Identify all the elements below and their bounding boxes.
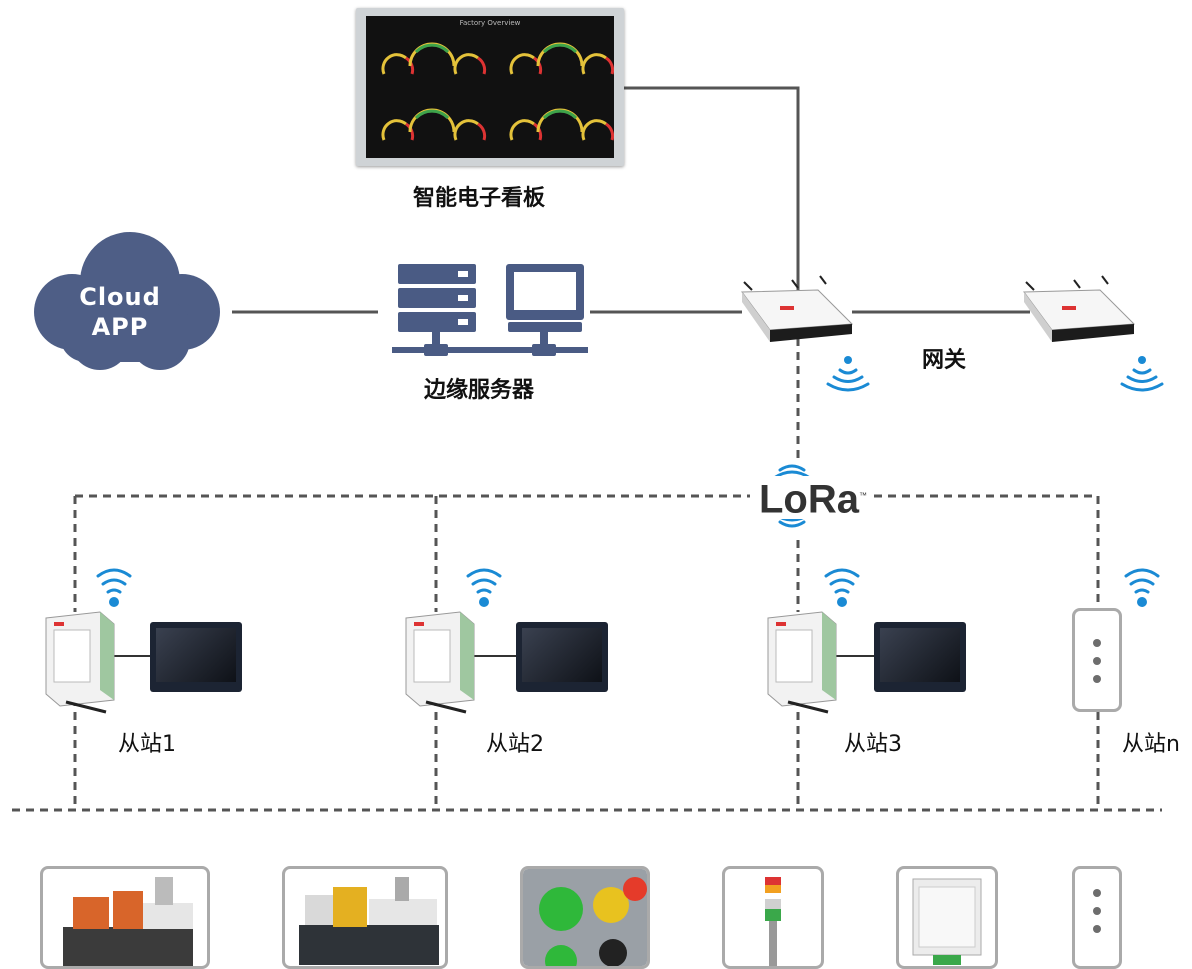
dashboard-screen: Factory Overview: [356, 8, 624, 166]
lora-logo: LoRa™: [755, 476, 871, 520]
computer-icon: [506, 264, 584, 356]
hmi-panel-1: [150, 622, 242, 692]
wifi-icon: [1124, 568, 1160, 607]
dashboard-display: Factory Overview: [366, 16, 614, 158]
more-devices-box: [1072, 866, 1122, 969]
wifi-icon: [466, 568, 502, 607]
slave-label-1: 从站1: [118, 732, 176, 757]
slave-label-n: 从站n: [1122, 732, 1180, 757]
slave-module-1: [45, 611, 115, 714]
slave-label-2: 从站2: [486, 732, 544, 757]
button-panel-photo: [520, 866, 650, 969]
server-icon: [392, 264, 588, 356]
gateway-device-2: [1023, 275, 1136, 342]
hmi-panel-3: [874, 622, 966, 692]
more-slaves-box: [1072, 608, 1122, 712]
dashboard-label: 智能电子看板: [413, 186, 546, 211]
slave-module-2: [405, 611, 475, 714]
dashboard-gateway-link: [624, 86, 800, 290]
cloud-app-label: Cloud APP: [79, 283, 161, 341]
gateway-label: 网关: [922, 348, 967, 373]
io-module-photo: [896, 866, 998, 969]
hmi-panel-2: [516, 622, 608, 692]
wireless-signal-icon: [826, 356, 870, 392]
wireless-signal-icon: [1120, 356, 1164, 392]
signal-tower-photo: [722, 866, 824, 969]
injection-machine-photo-2: [282, 866, 448, 969]
wifi-icon: [96, 568, 132, 607]
slave-label-3: 从站3: [844, 732, 902, 757]
slave-module-3: [767, 611, 837, 714]
injection-machine-photo-1: [40, 866, 210, 969]
edge-server-label: 边缘服务器: [424, 378, 535, 403]
dashboard-screen-title: Factory Overview: [459, 19, 521, 27]
gateway-device-1: [741, 275, 854, 342]
gauges-graphic: [381, 42, 614, 141]
lora-dashed-network: [73, 338, 1100, 810]
wifi-icon: [824, 568, 860, 607]
cloud-icon: [34, 232, 220, 370]
